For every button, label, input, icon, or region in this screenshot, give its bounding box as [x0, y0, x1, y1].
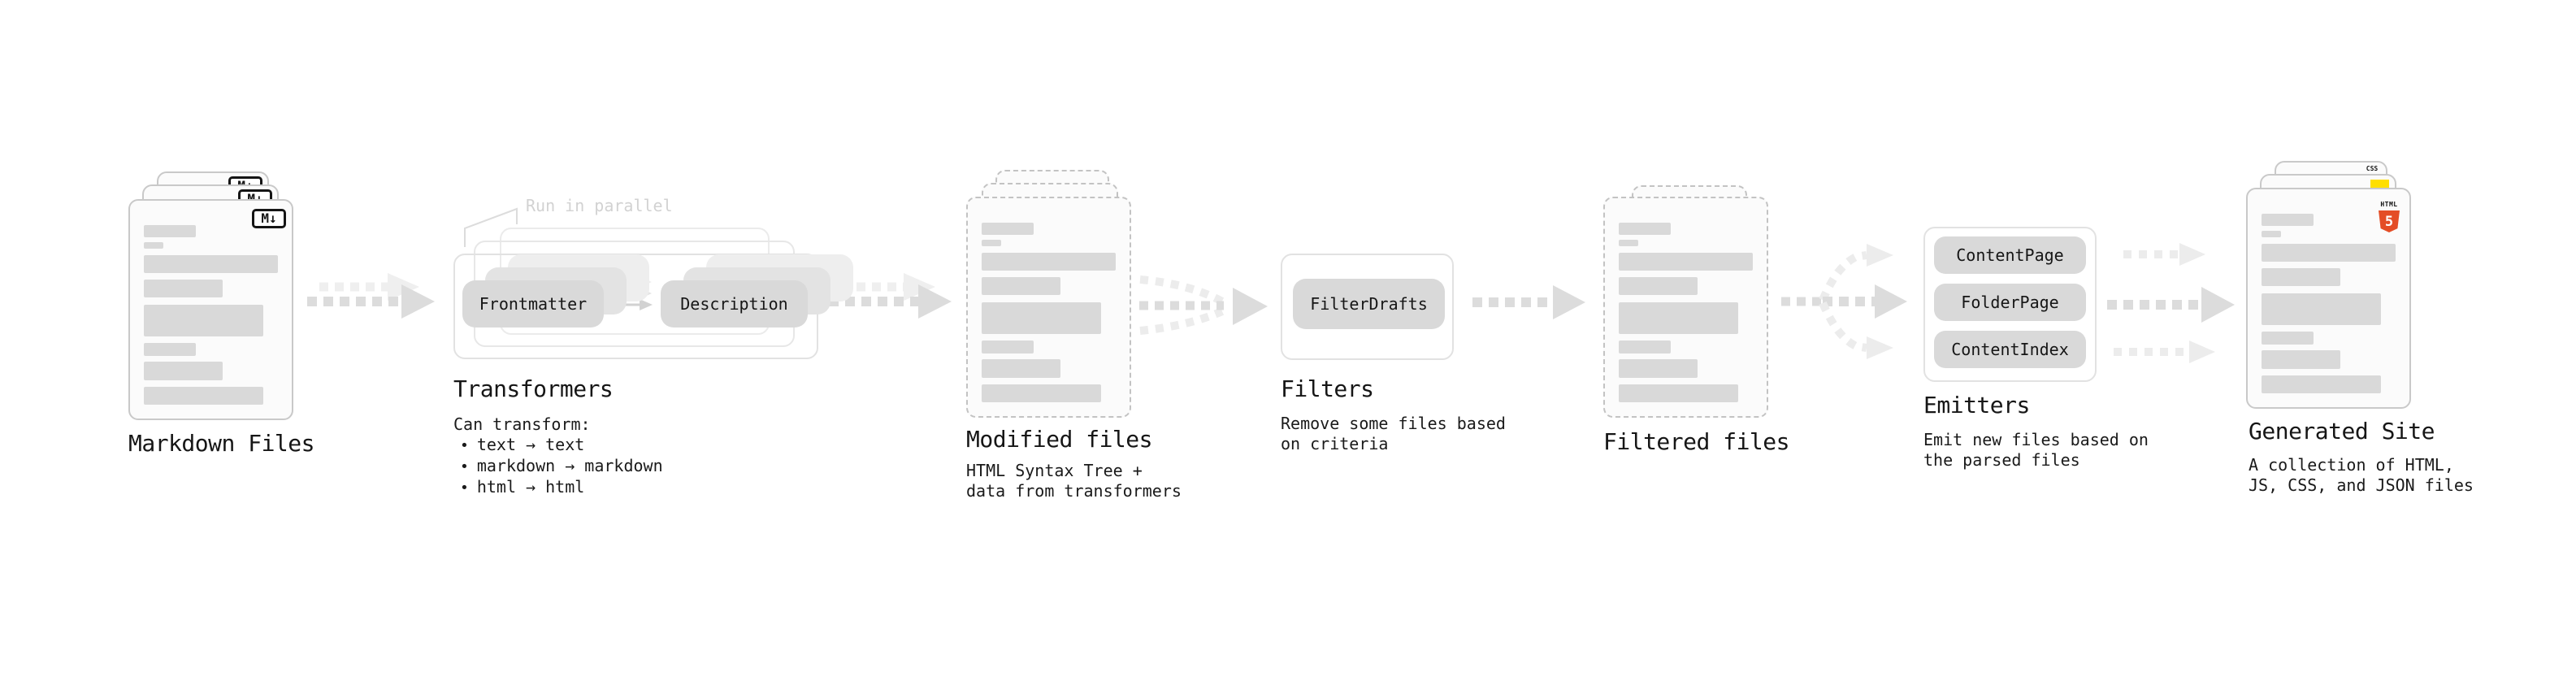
doc-text-bar	[1619, 240, 1638, 246]
doc-text-bar	[2262, 214, 2314, 226]
doc-text-bar	[982, 340, 1034, 354]
doc-text-bar	[144, 343, 196, 356]
doc-text-bar	[982, 253, 1116, 271]
folderpage-plugin: FolderPage	[1934, 284, 2086, 321]
markdown-files-label: Markdown Files	[128, 430, 315, 457]
doc-text-bar	[144, 362, 223, 380]
doc-text-bar	[144, 280, 223, 297]
desc-line: the parsed files	[1923, 450, 2080, 470]
arrow-transformers-to-modified	[829, 273, 952, 319]
filters-box	[1281, 254, 1454, 360]
doc-text-bar	[1619, 277, 1698, 295]
html5-icon-word: HTML	[2380, 201, 2398, 208]
doc-text-bar	[1619, 359, 1698, 378]
doc-text-bar	[1619, 223, 1671, 235]
doc-text-bar	[2262, 375, 2381, 393]
doc-text-bar	[2262, 350, 2340, 369]
js-icon	[2370, 180, 2389, 189]
doc-text-bar	[982, 384, 1101, 402]
capability-item: text → text	[460, 435, 663, 456]
html5-icon-shield: 5	[2379, 210, 2400, 232]
desc-line: Remove some files based	[1281, 414, 1506, 433]
arrow-emitters-to-site	[2107, 243, 2235, 363]
doc-text-bar	[144, 225, 196, 237]
transformers-desc-heading: Can transform:	[453, 414, 591, 434]
arrow-markdown-to-transformers	[307, 273, 435, 319]
doc-text-bar	[982, 359, 1060, 378]
doc-text-bar	[1619, 340, 1671, 354]
site-doc-page-html: HTML 5	[2246, 188, 2411, 409]
arrow-filters-to-filtered	[1472, 285, 1585, 319]
markdown-icon: M↓	[252, 209, 286, 228]
modified-files-desc: HTML Syntax Tree + data from transformer…	[966, 461, 1182, 501]
doc-text-bar	[144, 242, 163, 249]
generated-site-label: Generated Site	[2249, 418, 2435, 445]
doc-text-bar	[1619, 302, 1738, 334]
doc-text-bar	[2262, 293, 2381, 325]
doc-text-bar	[982, 277, 1060, 295]
desc-line: JS, CSS, and JSON files	[2249, 475, 2474, 495]
emitters-desc: Emit new files based on the parsed files	[1923, 430, 2149, 471]
doc-text-bar	[144, 305, 263, 336]
doc-text-bar	[982, 240, 1001, 246]
contentpage-plugin: ContentPage	[1934, 236, 2086, 274]
desc-line: data from transformers	[966, 481, 1182, 501]
arrow-filtered-to-emitters	[1781, 244, 1907, 359]
run-in-parallel-callout-line	[464, 207, 518, 247]
filterdrafts-plugin: FilterDrafts	[1293, 279, 1445, 329]
desc-line: on criteria	[1281, 434, 1389, 453]
generated-site-desc: A collection of HTML, JS, CSS, and JSON …	[2249, 455, 2474, 496]
transformers-label: Transformers	[453, 375, 614, 402]
frontmatter-plugin: Frontmatter	[462, 280, 604, 327]
arrow-modified-to-filters	[1139, 275, 1268, 335]
emitters-box	[1923, 227, 2097, 382]
doc-text-bar	[1619, 384, 1738, 402]
transformers-capability-list: text → text markdown → markdown html → h…	[460, 435, 663, 498]
doc-text-bar	[1619, 253, 1753, 271]
emitters-label: Emitters	[1923, 392, 2030, 419]
filters-desc: Remove some files based on criteria	[1281, 414, 1506, 454]
desc-line: Emit new files based on	[1923, 430, 2149, 449]
description-plugin: Description	[661, 280, 808, 327]
modified-files-label: Modified files	[966, 426, 1153, 453]
run-in-parallel-annotation: Run in parallel	[526, 196, 673, 215]
desc-line: A collection of HTML,	[2249, 455, 2454, 475]
capability-item: html → html	[460, 477, 663, 498]
css-icon-text: CSS	[2366, 165, 2379, 172]
modified-doc-page-front	[966, 197, 1131, 418]
contentindex-plugin: ContentIndex	[1934, 331, 2086, 368]
doc-text-bar	[982, 223, 1034, 235]
doc-text-bar	[144, 255, 278, 273]
html5-icon: HTML 5	[2379, 194, 2400, 232]
doc-text-bar	[2262, 268, 2340, 286]
filtered-files-label: Filtered files	[1603, 428, 1790, 455]
capability-item: markdown → markdown	[460, 456, 663, 477]
filtered-doc-page-front	[1603, 197, 1768, 418]
filters-label: Filters	[1281, 375, 1374, 402]
doc-text-bar	[982, 302, 1101, 334]
doc-text-bar	[2262, 244, 2396, 262]
css-icon: CSS	[2364, 166, 2380, 172]
doc-text-bar	[2262, 332, 2314, 345]
markdown-doc-page-front: M↓	[128, 199, 293, 420]
doc-text-bar	[2262, 231, 2281, 237]
doc-text-bar	[144, 387, 263, 405]
desc-line: HTML Syntax Tree +	[966, 461, 1143, 480]
